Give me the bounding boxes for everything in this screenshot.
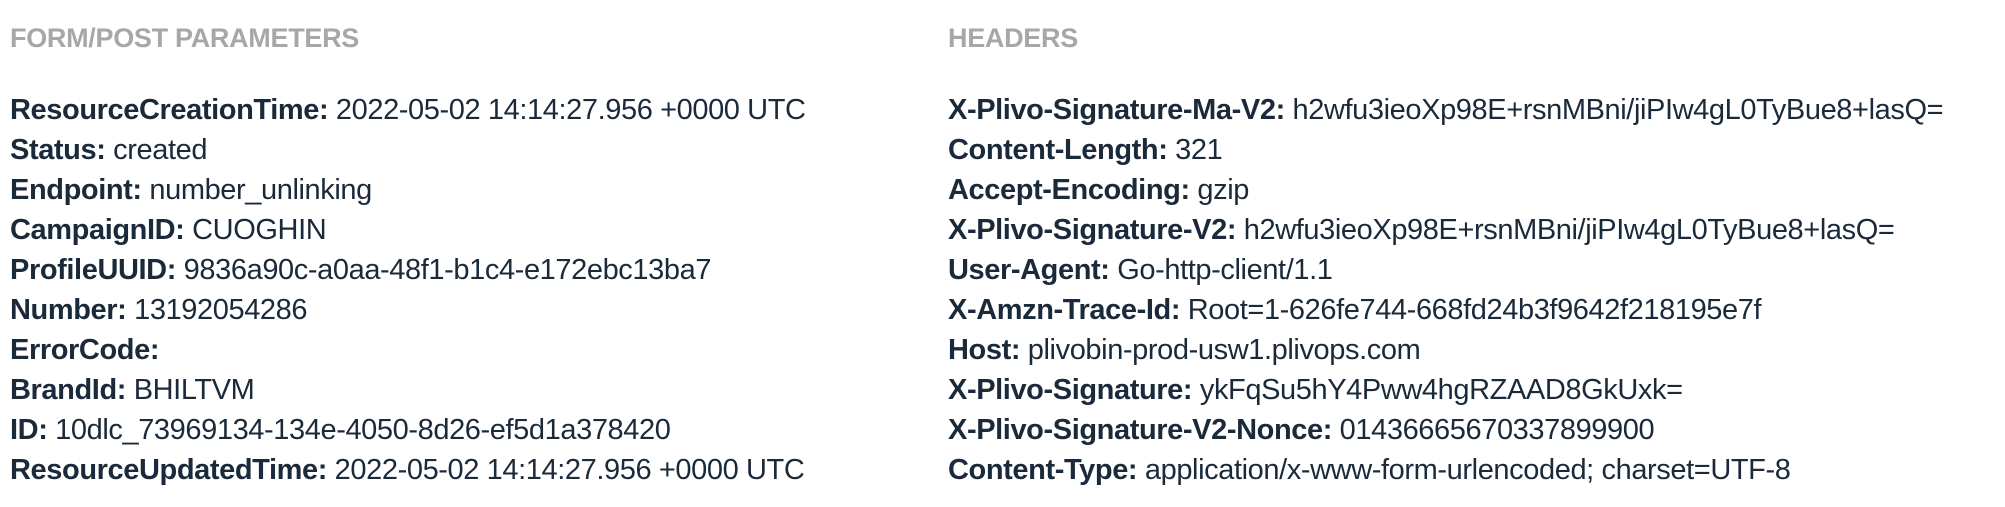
param-key: X-Amzn-Trace-Id: [948,293,1181,326]
param-value: Root=1-626fe744-668fd24b3f9642f218195e7f [1187,293,1762,326]
form-post-parameters-rows: ResourceCreationTime: 2022-05-02 14:14:2… [10,90,948,490]
param-row: Number: 13192054286 [10,290,948,330]
param-key: User-Agent: [948,253,1110,286]
key-value-spacer [1180,294,1188,326]
key-value-spacer [1192,374,1200,406]
param-value: created [113,133,208,166]
param-row: X-Plivo-Signature-V2-Nonce: 014366656703… [948,410,2005,450]
key-value-spacer [328,94,336,126]
param-row: Host: plivobin-prod-usw1.plivops.com [948,330,2005,370]
param-key: Content-Type: [948,453,1138,486]
param-row: X-Plivo-Signature-V2: h2wfu3ieoXp98E+rsn… [948,210,2005,250]
param-value: gzip [1197,173,1249,206]
key-value-spacer [1285,94,1293,126]
param-row: Accept-Encoding: gzip [948,170,2005,210]
param-value: plivobin-prod-usw1.plivops.com [1027,333,1421,366]
param-key: ResourceCreationTime: [10,93,329,126]
param-key: X-Plivo-Signature-V2-Nonce: [948,413,1332,446]
param-value: 2022-05-02 14:14:27.956 +0000 UTC [334,453,805,486]
param-value: h2wfu3ieoXp98E+rsnMBni/jiPIw4gL0TyBue8+l… [1243,213,1895,246]
param-row: ID: 10dlc_73969134-134e-4050-8d26-ef5d1a… [10,410,948,450]
param-value: h2wfu3ieoXp98E+rsnMBni/jiPIw4gL0TyBue8+l… [1292,93,1944,126]
headers-section: HEADERS X-Plivo-Signature-Ma-V2: h2wfu3i… [948,23,2005,507]
key-value-spacer [327,454,335,486]
form-post-parameters-title: FORM/POST PARAMETERS [10,23,360,53]
param-value: BHILTVM [133,373,255,406]
param-row: Content-Type: application/x-www-form-url… [948,450,2005,490]
key-value-spacer [47,414,55,446]
param-value: 9836a90c-a0aa-48f1-b1c4-e172ebc13ba7 [183,253,712,286]
param-value: 13192054286 [134,293,308,326]
param-key: Number: [10,293,127,326]
param-row: User-Agent: Go-http-client/1.1 [948,250,2005,290]
param-row: X-Amzn-Trace-Id: Root=1-626fe744-668fd24… [948,290,2005,330]
key-value-spacer [1137,454,1145,486]
param-value: 2022-05-02 14:14:27.956 +0000 UTC [335,93,806,126]
headers-title: HEADERS [948,23,1078,53]
param-value: 321 [1175,133,1223,166]
param-key: Endpoint: [10,173,142,206]
param-value: 10dlc_73969134-134e-4050-8d26-ef5d1a3784… [55,413,671,446]
param-value: CUOGHIN [192,213,327,246]
param-row: CampaignID: CUOGHIN [10,210,948,250]
param-row: BrandId: BHILTVM [10,370,948,410]
param-row: ResourceUpdatedTime: 2022-05-02 14:14:27… [10,450,948,490]
param-key: X-Plivo-Signature: [948,373,1193,406]
param-key: ID: [10,413,48,446]
key-value-spacer [1020,334,1028,366]
form-post-parameters-section: FORM/POST PARAMETERS ResourceCreationTim… [10,23,948,507]
param-row: ProfileUUID: 9836a90c-a0aa-48f1-b1c4-e17… [10,250,948,290]
key-value-spacer [184,214,192,246]
key-value-spacer [126,374,134,406]
param-row: X-Plivo-Signature-Ma-V2: h2wfu3ieoXp98E+… [948,90,2005,130]
param-key: CampaignID: [10,213,185,246]
key-value-spacer [176,254,184,286]
key-value-spacer [126,294,134,326]
param-key: Content-Length: [948,133,1168,166]
param-row: Content-Length: 321 [948,130,2005,170]
param-value: number_unlinking [149,173,372,206]
param-row: ErrorCode: [10,330,948,370]
key-value-spacer [1332,414,1340,446]
key-value-spacer [1236,214,1244,246]
param-value: ykFqSu5hY4Pww4hgRZAAD8GkUxk= [1199,373,1683,406]
param-row: Endpoint: number_unlinking [10,170,948,210]
param-key: Accept-Encoding: [948,173,1190,206]
param-value: Go-http-client/1.1 [1117,253,1333,286]
param-value: 01436665670337899900 [1339,413,1655,446]
param-key: ErrorCode: [10,333,160,366]
param-key: ResourceUpdatedTime: [10,453,327,486]
param-row: ResourceCreationTime: 2022-05-02 14:14:2… [10,90,948,130]
param-key: BrandId: [10,373,127,406]
param-key: X-Plivo-Signature-Ma-V2: [948,93,1285,126]
param-key: ProfileUUID: [10,253,176,286]
param-key: X-Plivo-Signature-V2: [948,213,1237,246]
param-value: application/x-www-form-urlencoded; chars… [1144,453,1791,486]
headers-rows: X-Plivo-Signature-Ma-V2: h2wfu3ieoXp98E+… [948,90,2005,490]
param-row: X-Plivo-Signature: ykFqSu5hY4Pww4hgRZAAD… [948,370,2005,410]
param-key: Host: [948,333,1021,366]
param-key: Status: [10,133,106,166]
param-row: Status: created [10,130,948,170]
